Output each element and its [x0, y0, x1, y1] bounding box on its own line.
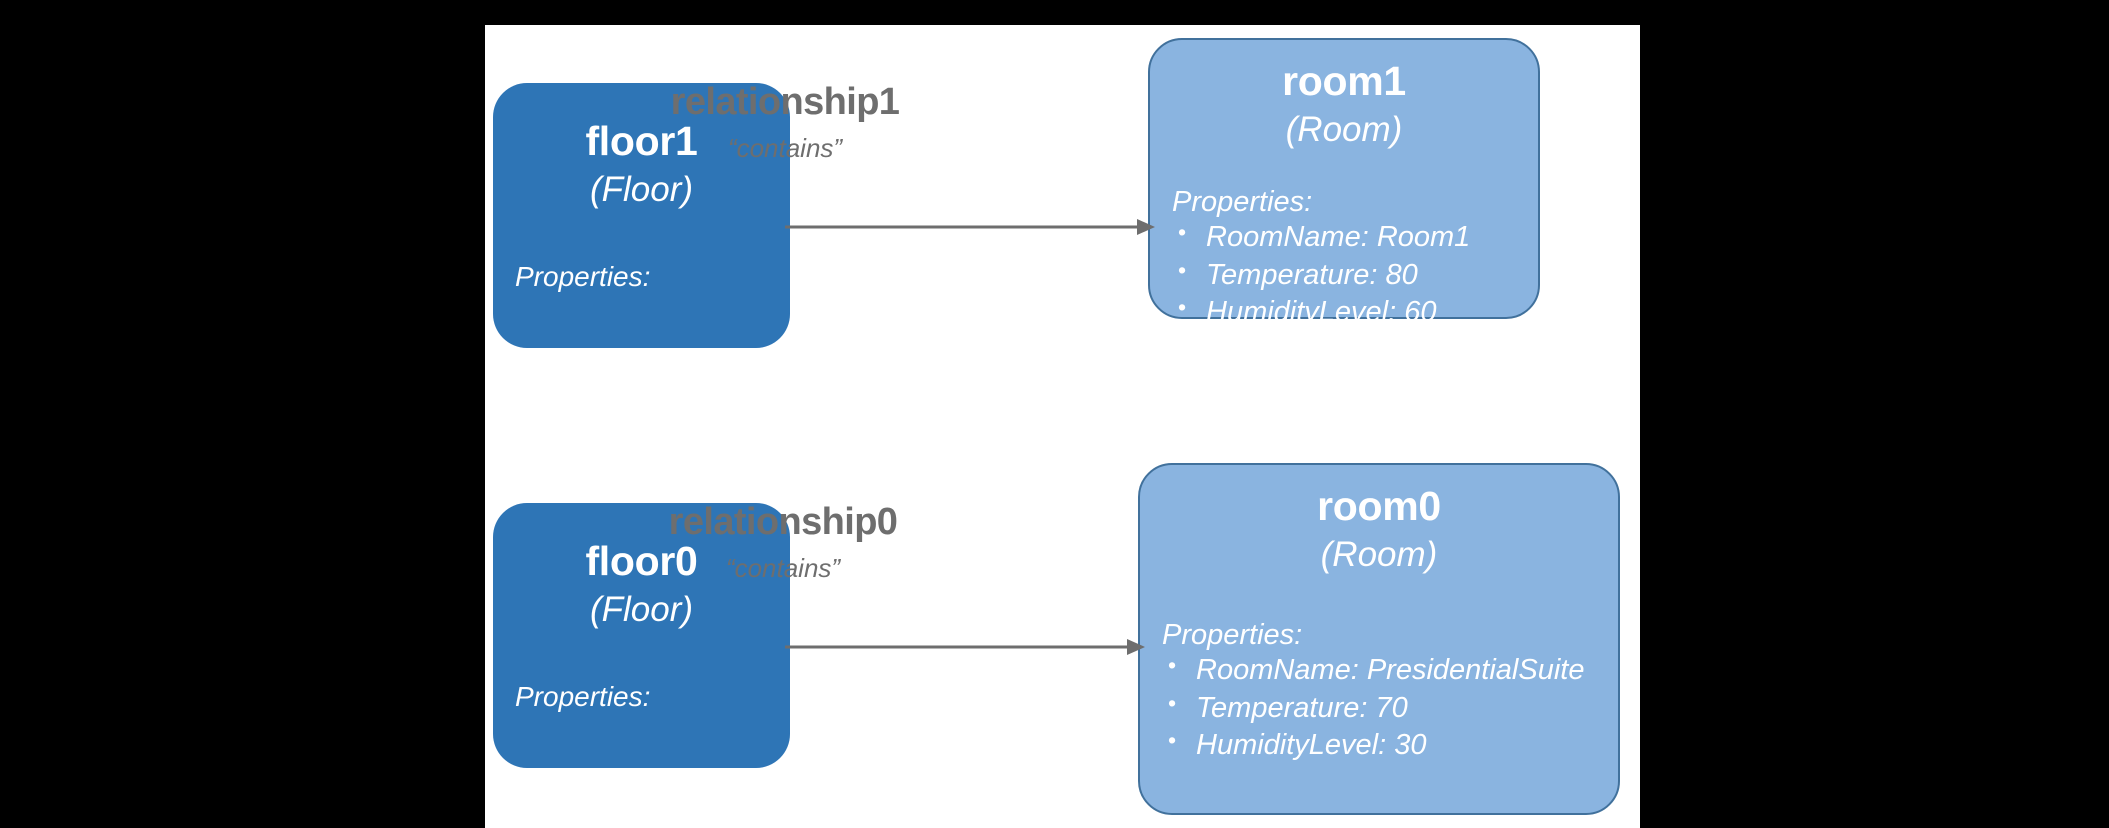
node-floor1[interactable]: floor1 (Floor) Properties:: [493, 83, 790, 348]
node-floor0[interactable]: floor0 (Floor) Properties:: [493, 503, 790, 768]
node-floor0-title: floor0: [585, 538, 698, 584]
property-item: RoomName: PresidentialSuite: [1162, 651, 1618, 689]
property-item: HumidityLevel: 30: [1162, 726, 1618, 764]
node-floor0-properties-label: Properties:: [515, 681, 651, 712]
node-floor1-properties-label: Properties:: [515, 261, 651, 292]
property-item: RoomName: Room1: [1172, 218, 1538, 256]
node-room1-type: (Room): [1285, 110, 1403, 149]
edge-relationship0-arrow: [785, 639, 1145, 655]
edge-relationship0-verb: “contains”: [725, 553, 841, 583]
node-room1-properties-label: Properties:: [1172, 186, 1313, 218]
edge-relationship1-arrow: [785, 219, 1155, 235]
node-room0-type: (Room): [1320, 535, 1438, 574]
node-floor0-type: (Floor): [589, 590, 694, 629]
edge-relationship1-labels: relationship1 “contains”: [605, 83, 965, 161]
node-room0[interactable]: room0 (Room) Properties: RoomName: Presi…: [1138, 463, 1620, 815]
node-room0-properties-label: Properties:: [1162, 619, 1303, 651]
node-room1-properties-list: RoomName: Room1 Temperature: 80 Humidity…: [1172, 218, 1538, 331]
edge-relationship1-name: relationship1: [670, 81, 900, 123]
edge-relationship1-verb: “contains”: [727, 133, 843, 163]
node-room1-title: room1: [1282, 58, 1406, 104]
edge-relationship0-name: relationship0: [668, 501, 898, 543]
property-item: Temperature: 80: [1172, 256, 1538, 294]
edge-relationship0-labels: relationship0 “contains”: [603, 503, 963, 581]
node-floor1-type: (Floor): [589, 170, 694, 209]
diagram-canvas: floor1 (Floor) Properties: room1 (Room) …: [485, 25, 1640, 828]
node-room0-properties-list: RoomName: PresidentialSuite Temperature:…: [1162, 651, 1618, 764]
node-floor1-title: floor1: [585, 118, 698, 164]
arrow-head-icon: [1137, 219, 1155, 235]
node-room0-title: room0: [1317, 483, 1441, 529]
node-room1[interactable]: room1 (Room) Properties: RoomName: Room1…: [1148, 38, 1540, 328]
arrow-head-icon: [1127, 639, 1145, 655]
property-item: Temperature: 70: [1162, 689, 1618, 727]
property-item: HumidityLevel: 60: [1172, 293, 1538, 331]
